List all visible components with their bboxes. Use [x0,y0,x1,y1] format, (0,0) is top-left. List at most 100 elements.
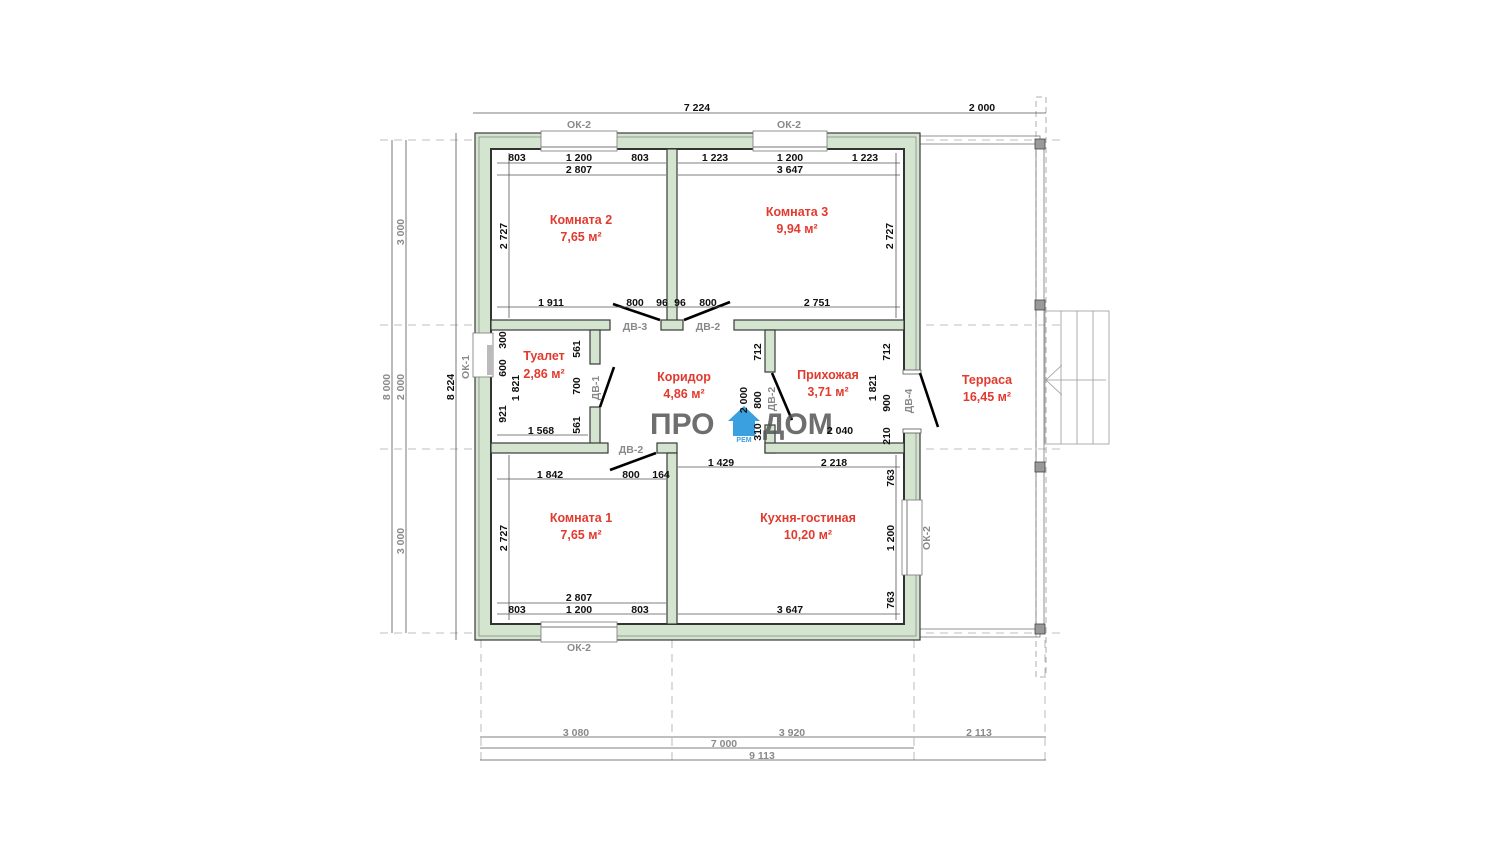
dim-label: 7 000 [711,738,737,750]
dim-label: 3 920 [779,727,805,739]
dim-label: 2 727 [884,223,896,249]
dim-label: 921 [497,405,509,423]
logo-left: ПРО [650,408,715,441]
dim-label: 96 [656,297,668,309]
dim-label: 96 [674,297,686,309]
dimension-labels: 7 224 2 000 803 1 200 803 1 223 1 200 1 … [381,102,995,762]
dimension-lines [391,112,1046,761]
door-label: ДВ-2 [619,444,644,456]
dim-label: 8 000 [381,374,393,400]
stairs [1044,310,1110,445]
dim-label: 7 224 [684,102,710,114]
toilet-name: Туалет [523,349,565,363]
kitchen-area: 10,20 м² [784,528,832,542]
dim-label: 1 821 [510,375,522,401]
dim-label: 2 727 [498,525,510,551]
windows [472,130,923,643]
room-labels: Комната 2 7,65 м² Комната 3 9,94 м² Туал… [523,205,1013,542]
dim-label: 2 000 [969,102,995,114]
dim-label: 803 [508,604,526,616]
hall-area: 3,71 м² [807,385,848,399]
door-label: ДВ-2 [696,321,721,333]
window-label: ОК-2 [921,526,933,550]
dim-label: 803 [631,152,649,164]
dim-label: 600 [497,359,509,377]
dim-label: 8 224 [445,374,457,400]
terrace-name: Терраса [962,373,1013,387]
dim-label: 803 [631,604,649,616]
window-label: ОК-2 [777,119,801,131]
walls [474,132,921,641]
dim-label: 712 [752,343,764,361]
dim-label: 763 [885,591,897,609]
dim-label: 9 113 [749,750,775,762]
dim-label: 1 842 [537,469,563,481]
dim-label: 700 [571,377,583,395]
dim-label: 3 080 [563,727,589,739]
house-icon [728,406,760,436]
door-swings [598,300,940,472]
window-label: ОК-2 [567,642,591,654]
dim-label: 1 223 [852,152,878,164]
corridor-name: Коридор [657,370,711,384]
dim-label: 1 200 [566,604,592,616]
logo-sub: РЕМ [736,437,751,444]
dim-label: 2 218 [821,457,847,469]
dim-label: 164 [652,469,670,481]
dim-label: 763 [885,469,897,487]
room2-area: 7,65 м² [560,230,601,244]
dim-label: 1 429 [708,457,734,469]
window-label: ОК-2 [567,119,591,131]
dim-label: 310 [752,423,764,441]
toilet-area: 2,86 м² [523,367,564,381]
dim-label: 712 [881,343,893,361]
dim-label: 300 [497,331,509,349]
terrace [919,135,1110,638]
dim-label: 1 568 [528,425,554,437]
dim-label: 561 [571,416,583,434]
door-label: ДВ-1 [590,376,602,401]
dim-label: 3 000 [395,219,407,245]
corridor-area: 4,86 м² [663,387,704,401]
dim-label: 2 113 [966,727,992,739]
door-label: ДВ-4 [903,389,915,414]
dim-label: 3 000 [395,528,407,554]
dim-label: 800 [626,297,644,309]
dim-label: 1 200 [566,152,592,164]
dim-label: 803 [508,152,526,164]
dim-label: 2 807 [566,164,592,176]
terrace-area: 16,45 м² [963,390,1011,404]
dim-label: 1 200 [777,152,803,164]
dim-label: 800 [699,297,717,309]
dim-label: 2 000 [395,374,407,400]
dim-label: 800 [752,391,764,409]
room1-name: Комната 1 [550,511,612,525]
dim-label: 210 [881,427,893,445]
dim-label: 3 647 [777,604,803,616]
logo: ПРО РЕМ ДОМ [650,406,833,444]
dim-label: 1 821 [867,375,879,401]
dim-label: 2 751 [804,297,830,309]
dim-label: 1 223 [702,152,728,164]
dim-label: 800 [622,469,640,481]
room1-area: 7,65 м² [560,528,601,542]
post-icon [1034,138,1046,635]
door-label: ДВ-2 [766,387,778,412]
room3-area: 9,94 м² [776,222,817,236]
hall-name: Прихожая [797,368,859,382]
logo-right: ДОМ [763,408,833,441]
window-label: ОК-1 [460,355,472,379]
kitchen-name: Кухня-гостиная [760,511,856,525]
dim-label: 2 000 [738,387,750,413]
dim-label: 3 647 [777,164,803,176]
opening-labels: ОК-2 ОК-2 ОК-2 ОК-2 ОК-1 ДВ-3 ДВ-2 ДВ-1 … [460,119,933,654]
room3-name: Комната 3 [766,205,828,219]
dim-label: 2 727 [498,223,510,249]
dim-label: 2 807 [566,592,592,604]
dim-label: 900 [881,394,893,412]
dim-label: 1 200 [885,525,897,551]
door-label: ДВ-3 [623,321,648,333]
dim-label: 2 040 [827,425,853,437]
room2-name: Комната 2 [550,213,612,227]
